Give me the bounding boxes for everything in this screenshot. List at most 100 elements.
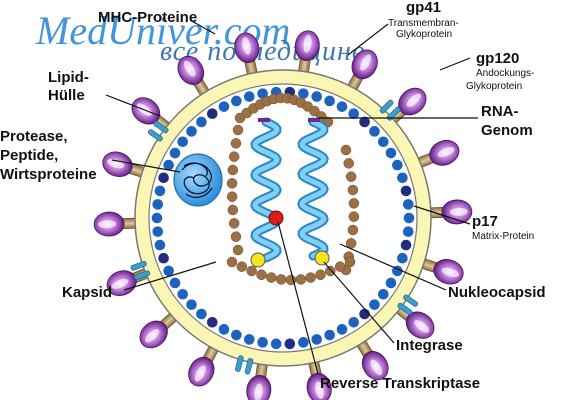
matrix-dot: [402, 199, 414, 210]
capsid-dot: [348, 198, 360, 209]
mhc-chain-a: [133, 270, 151, 280]
capsid-dot: [295, 274, 307, 285]
spike: [294, 30, 320, 79]
matrix-dot: [163, 265, 174, 277]
capsid-dot: [347, 224, 359, 236]
matrix-dot: [298, 88, 309, 99]
matrix-dot: [369, 299, 380, 310]
matrix-dot: [385, 277, 397, 289]
matrix-dot: [186, 126, 197, 137]
matrix-dot: [298, 337, 309, 348]
label-lipid-2: Hülle: [48, 87, 85, 104]
integrase-left: [250, 252, 266, 268]
leader-integrase: [323, 261, 395, 344]
mhc-chain-a: [403, 294, 419, 307]
spike-highlight: [414, 319, 430, 333]
rna-strand-2-highlight: [299, 119, 327, 259]
capsid-dot: [344, 256, 356, 268]
capsid-dot: [275, 274, 287, 285]
matrix-dot: [397, 252, 408, 264]
matrix-dot: [158, 172, 169, 184]
leader-rt: [277, 221, 319, 375]
spike: [177, 55, 213, 101]
spike-highlight: [194, 365, 206, 382]
matrix-dot: [400, 185, 412, 197]
capsid-dot: [266, 272, 277, 283]
leader-gp120: [439, 57, 471, 71]
label-rna-1: RNA-: [481, 103, 519, 120]
capsid-dot: [230, 231, 242, 242]
matrix-dot: [359, 116, 370, 128]
leader-gp41: [347, 23, 389, 56]
capsid-dot: [347, 184, 359, 196]
leader-lipid: [105, 94, 161, 117]
spike-highlight: [98, 220, 117, 229]
leader-mhc: [189, 19, 216, 35]
matrix-dot: [324, 95, 335, 107]
label-gp120: gp120: [476, 50, 519, 67]
leader-lines: [105, 19, 478, 375]
label-lipid-1: Lipid-: [48, 69, 89, 86]
mhc-chain-b: [386, 106, 401, 121]
capsid-dot: [226, 256, 238, 268]
label-integrase: Integrase: [396, 337, 463, 354]
label-gp41: gp41: [406, 0, 441, 16]
spike: [384, 87, 427, 128]
reverse-transcriptase-dot: [268, 210, 284, 226]
matrix-dot: [152, 199, 164, 210]
labels: MHC-Proteine gp41 Transmembran- Glykopro…: [0, 0, 546, 392]
matrix-dot: [284, 338, 296, 350]
capsid-dot: [256, 269, 267, 280]
matrix-dot: [169, 147, 181, 159]
label-nukleocapsid: Nukleocapsid: [448, 284, 546, 301]
spike-highlight: [441, 267, 460, 278]
capsid-dot: [334, 261, 346, 272]
matrix-protein-ring: [151, 86, 415, 350]
capsid-dot: [246, 265, 257, 277]
label-gp120-sub2: Glykoprotein: [466, 81, 522, 92]
mhc-protein: [397, 294, 419, 316]
mhc-protein: [234, 355, 254, 375]
spike-highlight: [254, 383, 263, 400]
matrix-dot: [231, 95, 242, 107]
matrix-dot: [402, 226, 414, 237]
matrix-dot: [348, 316, 360, 328]
leader-kapsid: [123, 261, 217, 291]
mhc-protein: [147, 120, 169, 142]
spike-highlight: [303, 34, 312, 53]
spike-highlight: [437, 147, 455, 158]
matrix-dot: [231, 329, 242, 341]
capsid-dot: [315, 269, 326, 280]
matrix-dot: [151, 212, 163, 224]
matrix-dot: [196, 116, 207, 128]
label-protease-2: Peptide,: [0, 147, 58, 164]
label-mhc: MHC-Proteine: [98, 9, 197, 26]
spike-highlight: [315, 381, 324, 399]
rna-cap-2: [308, 118, 320, 122]
matrix-dot: [152, 226, 164, 237]
matrix-dot: [158, 252, 169, 264]
matrix-dot: [169, 277, 181, 289]
matrix-dot: [311, 334, 323, 345]
matrix-dot: [324, 329, 335, 341]
matrix-dot: [311, 91, 323, 102]
capsid-dot: [348, 211, 360, 222]
matrix-dot: [186, 299, 197, 310]
label-gp41-sub: Transmembran-: [388, 18, 459, 29]
mhc-chain-b: [234, 355, 244, 372]
label-protease-1: Protease,: [0, 128, 68, 145]
label-rna-2: Genom: [481, 122, 533, 139]
mhc-chain-a: [147, 129, 163, 142]
mhc-proteins: [130, 99, 419, 375]
matrix-dot: [378, 288, 389, 300]
mhc-protein: [379, 99, 401, 121]
label-kapsid: Kapsid: [62, 284, 112, 301]
matrix-dot: [369, 126, 380, 137]
leader-p17: [413, 205, 471, 225]
matrix-dot: [270, 338, 282, 350]
capsid-dot: [345, 171, 357, 182]
label-reverse-transkriptase: Reverse Transkriptase: [320, 375, 480, 392]
protease-scribble: [181, 162, 213, 199]
matrix-dot: [196, 308, 207, 320]
